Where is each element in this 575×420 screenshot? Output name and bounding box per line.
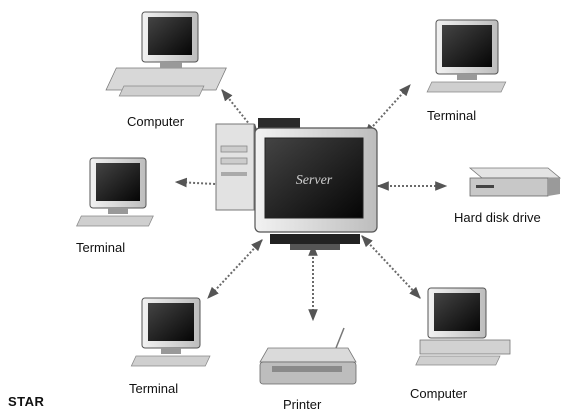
hard-disk-label: Hard disk drive bbox=[454, 210, 541, 225]
terminal-bottom-node bbox=[130, 297, 211, 367]
printer-icon bbox=[259, 327, 357, 385]
link-computer-bottom bbox=[361, 235, 421, 299]
computer-top-label: Computer bbox=[127, 114, 185, 129]
server-node: Server bbox=[215, 118, 378, 250]
terminal-icon bbox=[426, 19, 507, 93]
terminal-left-label: Terminal bbox=[76, 240, 126, 255]
terminal-top-node bbox=[426, 19, 507, 93]
link-terminal-bottom bbox=[207, 239, 263, 299]
terminal-bottom-label: Terminal bbox=[129, 381, 179, 396]
computer-bottom-node bbox=[415, 287, 511, 366]
terminal-icon bbox=[76, 157, 154, 227]
terminal-icon bbox=[130, 297, 211, 367]
diagram-title: STAR bbox=[8, 394, 45, 409]
computer-top-node bbox=[105, 11, 227, 97]
desktop-computer-icon bbox=[415, 287, 511, 366]
terminal-top-label: Terminal bbox=[427, 108, 477, 123]
hard-disk-drive-icon bbox=[468, 167, 562, 197]
server-monitor-icon bbox=[254, 127, 378, 250]
hard-disk-node bbox=[468, 167, 562, 197]
computer-bottom-label: Computer bbox=[410, 386, 468, 401]
printer-label: Printer bbox=[283, 397, 322, 412]
desktop-computer-icon bbox=[105, 11, 227, 97]
printer-node bbox=[259, 327, 357, 385]
server-label: Server bbox=[296, 173, 333, 188]
link-terminal-top bbox=[364, 84, 411, 136]
terminal-left-node bbox=[76, 157, 154, 227]
